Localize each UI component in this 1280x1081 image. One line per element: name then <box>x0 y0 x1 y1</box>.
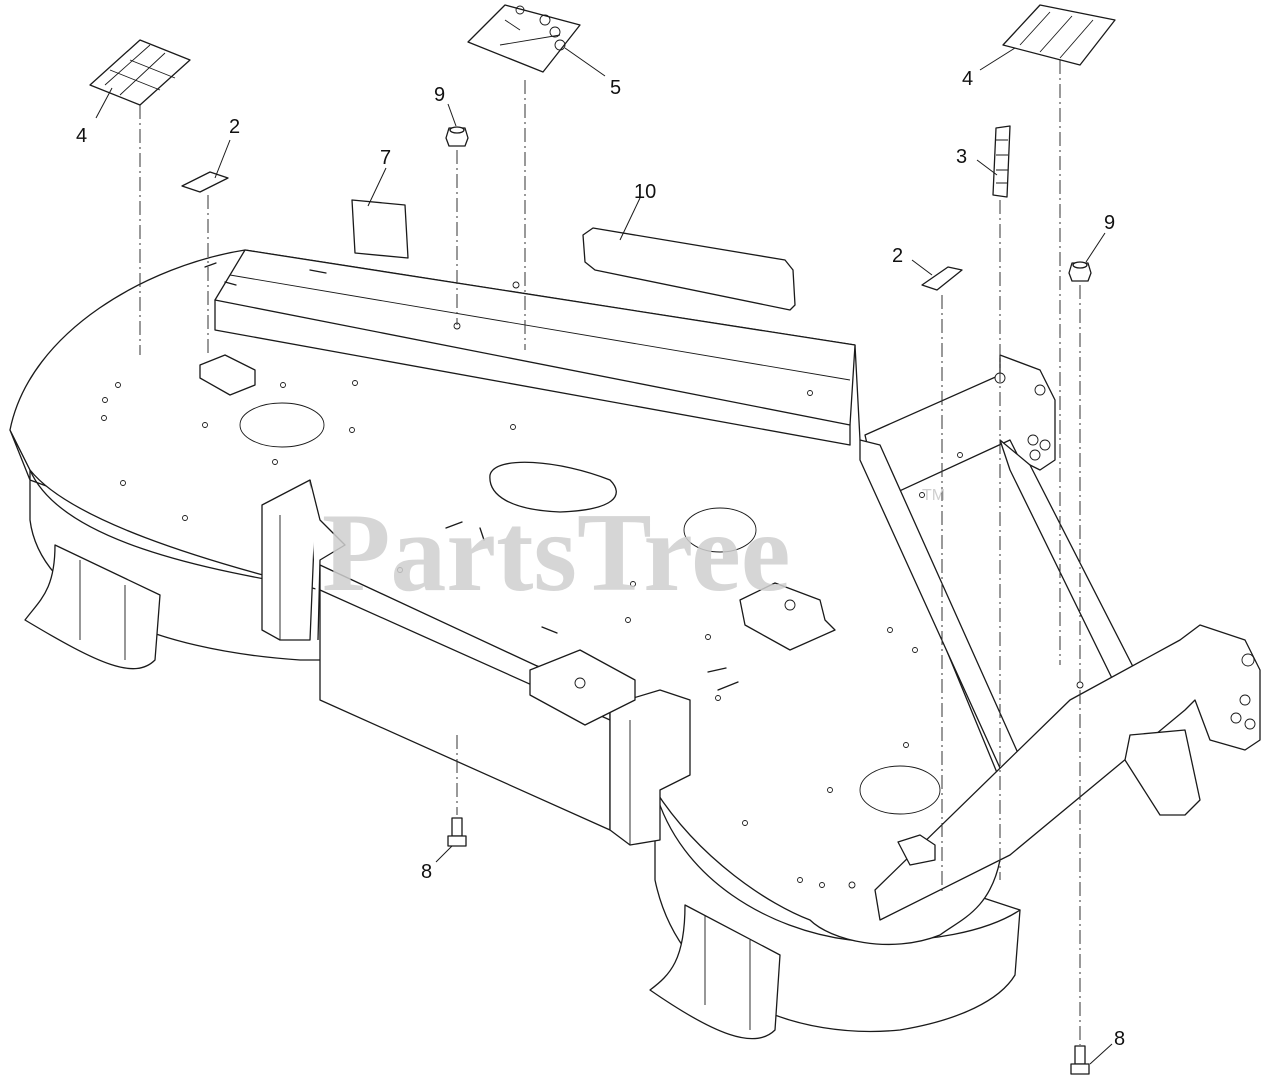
locknut-left <box>445 126 469 147</box>
assembly-lines <box>139 60 1081 1045</box>
callout-8-left: 8 <box>421 861 432 883</box>
spindle-openings <box>239 402 941 815</box>
mounting-holes <box>101 281 1084 889</box>
decal-small-right <box>921 266 963 291</box>
leader-lines <box>95 47 1113 1065</box>
decal-safety-left <box>89 39 191 106</box>
callout-5: 5 <box>610 77 621 99</box>
skid-left <box>24 544 161 670</box>
hitch-frame <box>859 354 1261 921</box>
callout-2-right: 2 <box>892 245 903 267</box>
skid-right <box>649 904 781 1040</box>
callout-2-left: 2 <box>229 116 240 138</box>
callout-9-right: 9 <box>1104 212 1115 234</box>
right-bracket-post <box>609 689 691 846</box>
callout-7: 7 <box>380 147 391 169</box>
locknut-right <box>1068 261 1092 282</box>
decal-safety-right <box>1002 4 1116 66</box>
callout-10: 10 <box>634 181 656 203</box>
callout-3: 3 <box>956 146 967 168</box>
left-bracket-post <box>261 479 346 641</box>
decal-instruction-top <box>467 4 581 73</box>
callout-8-right: 8 <box>1114 1028 1125 1050</box>
decal-blank-10 <box>582 227 796 311</box>
belt-guide-tabs <box>199 354 936 866</box>
watermark-trademark: TM <box>922 487 945 504</box>
callout-labels: 4 2 9 5 7 10 4 3 2 9 8 8 <box>76 68 1125 1050</box>
decal-blank-7 <box>351 199 409 259</box>
decal-strip-3 <box>992 125 1011 198</box>
top-channel-beam <box>214 249 856 446</box>
bolt-right <box>1070 1045 1090 1075</box>
partstree-watermark: PartsTree <box>322 491 791 615</box>
callout-9-left: 9 <box>434 84 445 106</box>
bolt-left <box>447 817 467 847</box>
callout-4-left: 4 <box>76 125 87 147</box>
deck-slots <box>204 262 739 691</box>
callout-4-right: 4 <box>962 68 973 90</box>
decal-small-left <box>181 171 229 193</box>
